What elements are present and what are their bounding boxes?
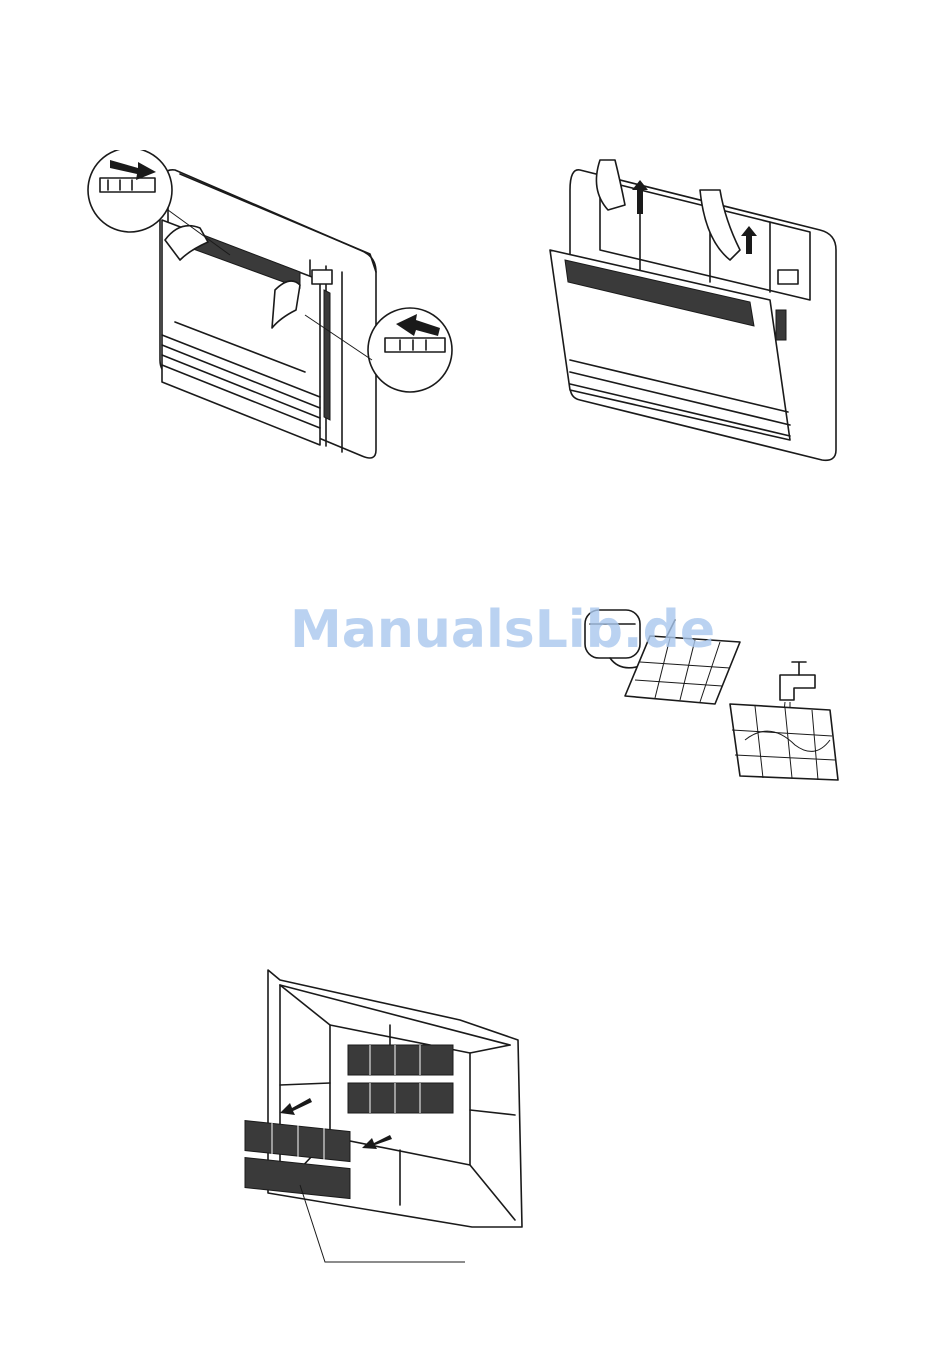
figure-open-latches <box>80 150 460 470</box>
figure-remove-filters <box>240 965 535 1265</box>
figure-lift-panel <box>540 150 850 470</box>
watermark: ManualsLib.de <box>290 600 670 660</box>
filter-icon <box>730 704 838 780</box>
